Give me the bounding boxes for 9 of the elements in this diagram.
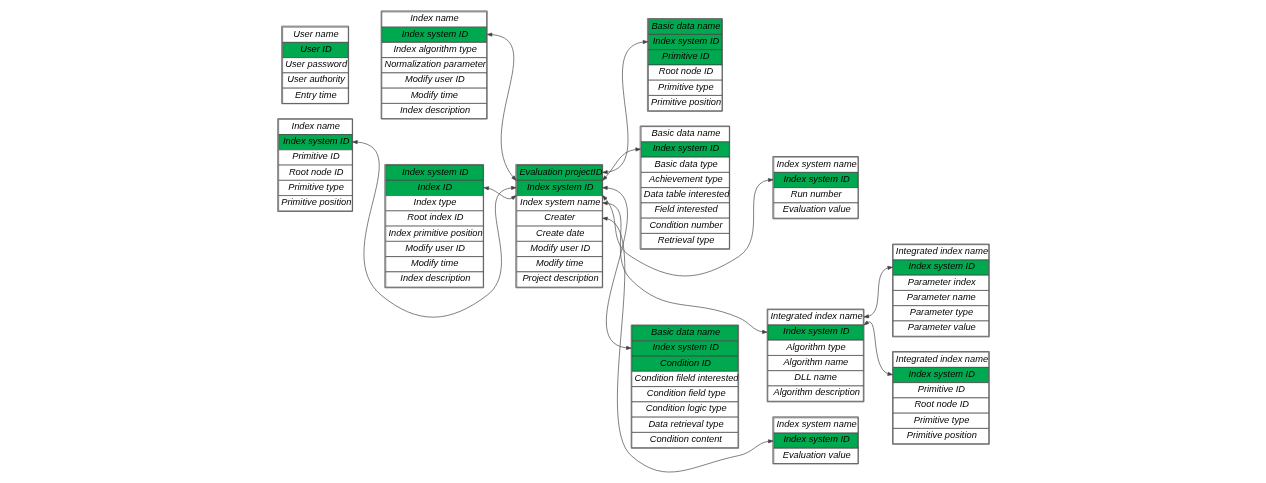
arrow [601,185,631,350]
arrow [486,32,516,181]
arrow [863,320,893,376]
arrow [351,140,516,318]
arrow [601,40,648,175]
arrow [601,147,641,181]
arrow [863,265,893,319]
arrow [483,186,516,200]
arrow [601,178,773,277]
